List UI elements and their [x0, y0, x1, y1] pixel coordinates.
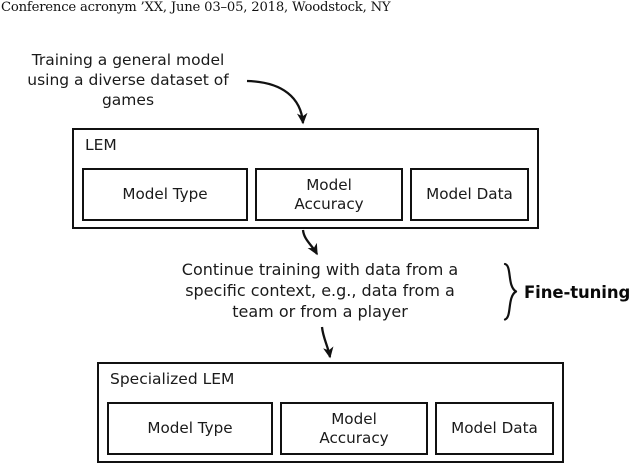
arrow-finetuning-to-specialized-lem [320, 326, 334, 359]
lem-slot-model-accuracy: Model Accuracy [255, 168, 403, 221]
specialized-lem-box-title: Specialized LEM [110, 370, 235, 388]
running-header: Conference acronym ’XX, June 03–05, 2018… [1, 0, 391, 15]
lem-slot-model-type: Model Type [82, 168, 248, 221]
arrow-training-to-lem [246, 79, 308, 125]
curly-brace-icon [503, 262, 518, 321]
specialized-lem-slot-row: Model Type Model Accuracy Model Data [107, 402, 554, 455]
step2-caption: Continue training with data from a speci… [181, 260, 459, 321]
specialized-lem-box: Specialized LEM Model Type Model Accurac… [97, 362, 564, 463]
specialized-lem-slot-model-accuracy: Model Accuracy [280, 402, 428, 455]
specialized-lem-slot-model-type: Model Type [107, 402, 273, 455]
specialized-lem-slot-model-data: Model Data [435, 402, 554, 455]
lem-box-title: LEM [85, 136, 117, 154]
step1-caption: Training a general model using a diverse… [27, 51, 229, 110]
fine-tuning-label: Fine-tuning [524, 283, 631, 302]
lem-box: LEM Model Type Model Accuracy Model Data [72, 128, 539, 229]
lem-slot-model-data: Model Data [410, 168, 529, 221]
arrow-lem-to-finetuning [301, 229, 319, 256]
lem-slot-row: Model Type Model Accuracy Model Data [82, 168, 529, 221]
